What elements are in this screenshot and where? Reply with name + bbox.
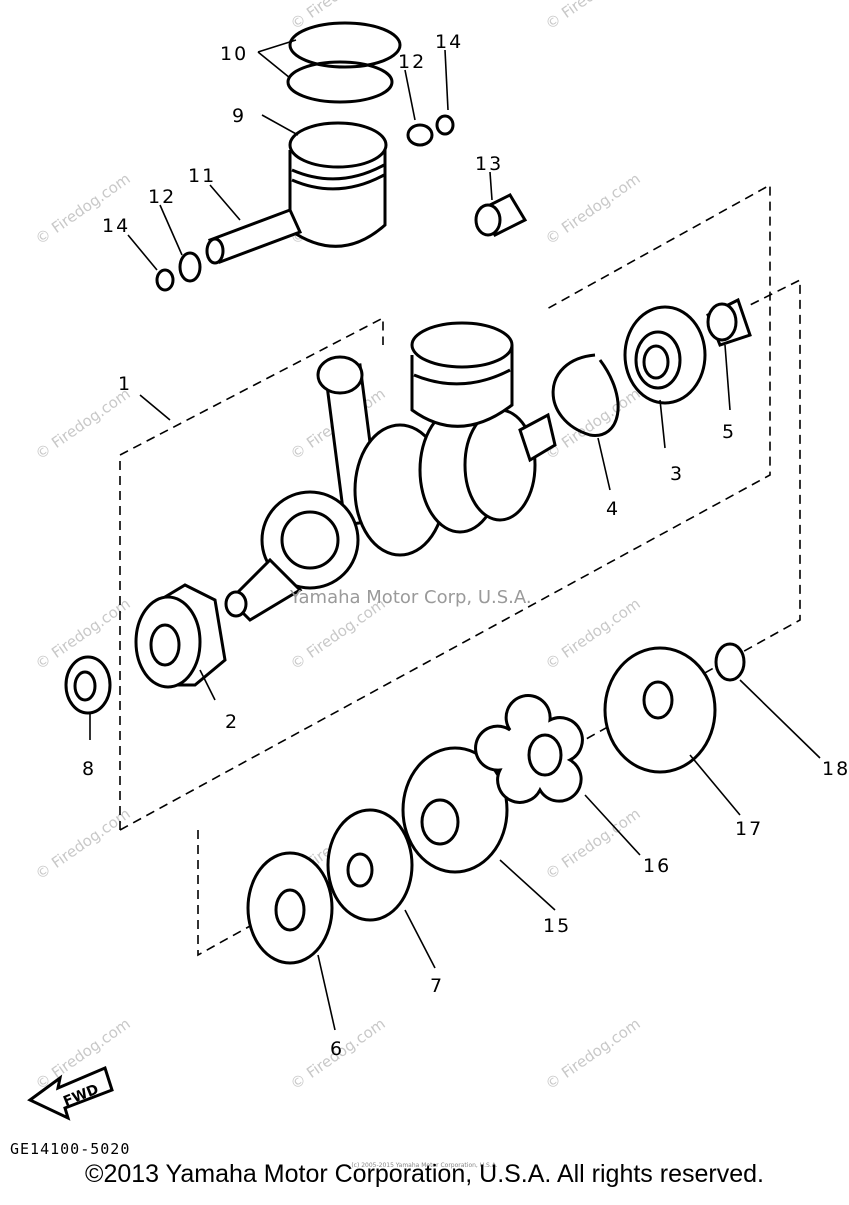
piston-icon [410, 321, 514, 428]
part-label: 3 [670, 463, 684, 485]
group-outline [119, 183, 801, 957]
coupling-icon [246, 642, 746, 965]
crankshaft-icon [224, 355, 557, 622]
copyright: ©2013 Yamaha Motor Corporation, U.S.A. A… [85, 1160, 764, 1188]
bearing-icon [623, 305, 707, 405]
part-label: 8 [82, 758, 96, 780]
piston-icon [288, 121, 388, 248]
part-label: 14 [102, 215, 130, 237]
circlip-icon [155, 114, 455, 292]
part-label: 14 [435, 31, 463, 53]
watermark: © Firedog.com [542, 805, 644, 884]
part-label: 12 [398, 51, 426, 73]
watermark: © Firedog.com [32, 805, 134, 884]
watermark: © Firedog.com [542, 0, 644, 33]
drawing-code: GE14100-5020 [10, 1140, 131, 1158]
watermark: © Firedog.com [542, 1015, 644, 1094]
part-label: 12 [148, 186, 176, 208]
part-label: 9 [232, 105, 246, 127]
watermark: © Firedog.com [287, 0, 389, 33]
part-label: 6 [330, 1038, 344, 1060]
collar-icon [706, 297, 752, 347]
part-label: 17 [735, 818, 763, 840]
needle-bearing-icon [474, 193, 528, 237]
circlip-icon [551, 353, 620, 437]
oil-seal-icon [64, 655, 112, 715]
watermark: © Firedog.com [542, 385, 644, 464]
part-label: 15 [543, 915, 571, 937]
center-watermark: Yamaha Motor Corp, U.S.A. [289, 587, 532, 608]
watermark: © Firedog.com [32, 385, 134, 464]
bearing-icon [134, 583, 227, 689]
part-label: 4 [606, 498, 620, 520]
part-label: 18 [822, 758, 849, 780]
leader-lines [89, 39, 821, 1031]
watermark: © Firedog.com [542, 170, 644, 249]
part-label: 16 [643, 855, 671, 877]
part-label: 5 [722, 421, 736, 443]
piston-ring-icon [286, 21, 402, 104]
part-label: 1 [118, 373, 132, 395]
part-label: 11 [188, 165, 216, 187]
part-label: 2 [225, 711, 239, 733]
part-label: 10 [220, 43, 248, 65]
part-labels: 10 9 12 14 13 11 12 14 1 2 8 3 4 5 18 17… [82, 31, 849, 1060]
piston-pin-icon [205, 208, 303, 265]
part-label: 13 [475, 153, 503, 175]
part-label: 7 [430, 975, 444, 997]
tiny-notice: (c) 2005-2015 Yamaha Motor Corporation, … [351, 1162, 498, 1169]
